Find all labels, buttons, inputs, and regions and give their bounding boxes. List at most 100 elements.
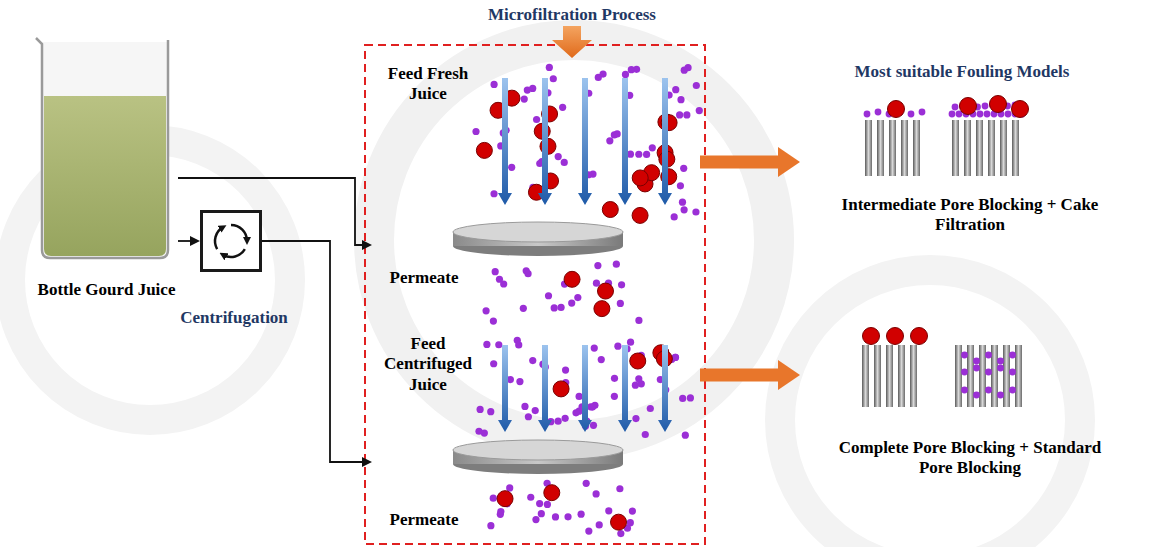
permeate-label: Permeate [378,268,470,288]
small-particle [532,407,539,414]
flow-arrow [578,345,592,432]
small-particle [536,500,543,507]
small-particle [591,344,598,351]
small-particle [632,415,639,422]
small-particle [997,358,1004,365]
small-particle [508,164,515,171]
small-particle [515,341,522,348]
membrane-pore-wall [865,120,872,176]
beaker-node: Bottle Gourd Juice [35,35,178,258]
small-particle [1009,387,1016,394]
small-particle [977,111,984,118]
small-particle [521,403,528,410]
small-particle [985,352,992,359]
small-particle [672,86,679,93]
fouling-model: Complete Pore Blocking + Standard Pore B… [800,300,1140,490]
large-particle [544,485,560,501]
small-particle [559,104,566,111]
small-particle [521,96,528,103]
node-label: Centrifugation [158,308,310,328]
small-particle [985,369,992,376]
small-particle [617,300,624,307]
small-particle [1009,369,1016,376]
large-particle [1012,101,1029,118]
small-particle [482,307,489,314]
feed-label: Feed Fresh Juice [376,64,480,105]
small-particle [533,116,540,123]
small-particle [1009,352,1016,359]
small-particle [593,490,600,497]
small-particle [961,369,968,376]
process-arrow [552,26,592,58]
small-particle [583,480,590,487]
small-particle [492,268,499,275]
beaker [36,38,168,258]
small-particle [487,408,494,415]
small-particle [497,511,504,518]
small-particle [490,495,497,502]
rotation-arrow [223,249,245,257]
small-particle [472,128,479,135]
small-particle [613,261,620,268]
small-particle [649,144,656,151]
large-particle [564,271,580,287]
small-particle [527,494,534,501]
membrane-pore-wall [991,345,998,407]
small-particle [677,96,684,103]
small-particle [555,418,562,425]
small-particle [495,341,502,348]
small-particle [681,206,688,213]
small-particle [973,365,980,372]
membrane-pore-wall [964,120,971,176]
small-particle [1005,111,1012,118]
small-particle [864,111,871,118]
large-particle [911,328,928,345]
beaker-glass [42,42,168,258]
small-particle [611,375,618,382]
small-particle [568,299,575,306]
small-particle [483,341,490,348]
large-particle [497,491,513,507]
small-particle [520,305,527,312]
small-particle [594,262,601,269]
membrane-pore-wall [1015,345,1022,407]
membrane-pore-wall [889,120,896,176]
flow-arrow [658,78,672,205]
small-particle [544,501,551,508]
large-particle [863,328,880,345]
small-particle [562,415,569,422]
small-particle [605,507,612,514]
large-particle [597,283,613,299]
flow-arrow [618,345,632,432]
process-region [365,45,705,544]
juice [44,96,166,256]
flow-arrow [618,78,632,205]
section-title: Most suitable Fouling Models [855,62,1070,82]
small-particle [642,431,649,438]
small-particle [496,276,503,283]
small-particle [693,82,700,89]
result-arrow [700,156,778,169]
small-particle [692,208,699,215]
membrane-pore-wall [886,345,893,407]
small-particle [997,365,1004,372]
membrane-pore-wall [1012,120,1019,176]
membrane-pore-wall [967,345,974,407]
large-particle [594,301,610,317]
small-particle [524,86,531,93]
large-particle [632,207,648,223]
large-particle [611,514,627,530]
large-particle [476,142,492,158]
feed-label: Feed Centrifuged Juice [374,334,482,395]
membrane-pore-wall [988,120,995,176]
small-particle [490,318,497,325]
membrane-pore-wall [955,345,962,407]
small-particle [477,406,484,413]
small-particle [598,356,605,363]
small-particle [677,182,684,189]
small-particle [875,109,882,116]
small-particle [982,103,989,110]
fouling-model: Intermediate Pore Blocking + Cake Filtra… [800,92,1140,242]
